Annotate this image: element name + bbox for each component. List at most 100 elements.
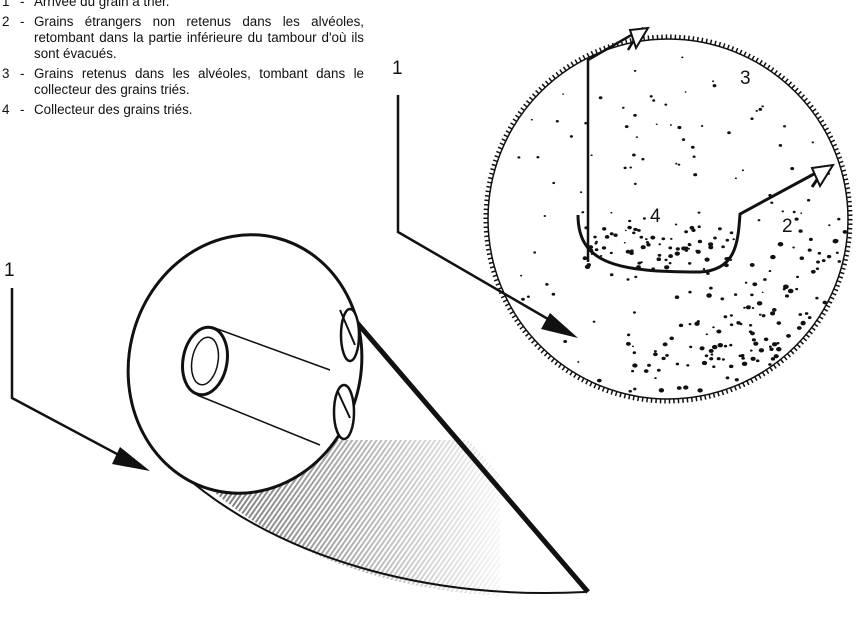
grain-dot (685, 247, 689, 250)
grain-dot (702, 361, 707, 365)
grain-dot (800, 321, 805, 325)
grain-dot (809, 238, 813, 241)
grain-dot (544, 215, 546, 217)
grain-dot (752, 282, 757, 286)
grain-dot (712, 80, 714, 82)
grain-dot (734, 293, 737, 296)
grain-dot (812, 141, 814, 143)
grain-dot (625, 125, 629, 128)
grain-dot (563, 340, 567, 343)
grain-dot (764, 337, 769, 341)
grain-dot (678, 164, 681, 166)
grain-dot (816, 260, 820, 263)
grain-dot (701, 125, 703, 127)
grain-dot (705, 354, 709, 357)
grain-dot (556, 120, 559, 123)
grain-dot (675, 163, 677, 165)
grain-dot (712, 326, 714, 328)
grain-dot (685, 91, 687, 92)
grain-dot (750, 294, 753, 297)
grain-dot (758, 108, 762, 111)
grain-dot (756, 359, 760, 362)
grain-dot (762, 292, 764, 293)
grain-dot (610, 232, 614, 235)
grain-dot (633, 114, 637, 117)
grain-dot (657, 369, 661, 372)
grain-dot (695, 250, 698, 252)
grain-dot (688, 291, 691, 294)
grain-dot (843, 230, 848, 234)
grain-dot (811, 270, 816, 274)
grain-dot (726, 239, 730, 242)
grain-dot (577, 361, 579, 363)
grain-dot (730, 231, 734, 234)
grain-dot (595, 248, 599, 251)
grain-dot (626, 342, 631, 346)
grain-dot (808, 248, 812, 251)
grain-dot (691, 146, 695, 149)
grain-dot (735, 177, 737, 179)
grain-dot (777, 321, 782, 325)
grain-dot (633, 388, 636, 391)
grain-dot (769, 346, 772, 348)
grain-dot (759, 314, 762, 316)
grain-dot (808, 316, 812, 319)
grain-dot (750, 350, 753, 352)
grain-dot (581, 211, 584, 213)
grain-dot (807, 199, 810, 202)
grain-dot (798, 229, 802, 232)
grain-dot (727, 131, 731, 134)
grain-dot (664, 259, 667, 261)
grain-dot (758, 219, 761, 221)
grain-dot (716, 329, 721, 333)
grain-dot (750, 263, 755, 267)
grain-dot (595, 241, 598, 243)
grain-dot (624, 242, 626, 244)
grain-dot (622, 107, 625, 109)
grain-dot (665, 354, 669, 357)
grain-dot (828, 224, 830, 226)
grain-dot (792, 246, 795, 248)
grain-dot (737, 321, 739, 323)
grain-dot (641, 245, 646, 249)
grain-dot (717, 357, 721, 360)
grain-dot (531, 119, 533, 121)
grain-dot (605, 235, 610, 239)
grain-dot (770, 255, 775, 259)
grain-dot (521, 298, 525, 301)
grain-dot (632, 232, 635, 235)
grain-dot (793, 211, 796, 213)
grain-dot (583, 256, 588, 260)
grain-dot (613, 233, 617, 236)
grain-dot (675, 295, 679, 299)
grain-dot (735, 378, 739, 381)
grain-dot (591, 154, 593, 156)
grain-dot (709, 287, 713, 290)
grain-dot (797, 326, 802, 330)
grain-dot (818, 252, 822, 255)
grain-dot (633, 311, 636, 313)
grain-dot (783, 288, 786, 290)
grain-dot (644, 369, 649, 373)
grain-dot (712, 365, 715, 368)
grain-dot (628, 390, 631, 393)
label-1-detail: 1 (392, 58, 403, 79)
grain-dot (834, 239, 839, 243)
grain-dot (669, 262, 672, 264)
grain-dot (536, 156, 539, 158)
grain-dot (800, 256, 804, 260)
grain-dot (633, 351, 637, 354)
grain-dot (741, 357, 745, 360)
grain-dot (750, 357, 755, 361)
grain-dot (634, 70, 637, 72)
grain-dot (640, 236, 644, 239)
grain-dot (838, 260, 841, 263)
grain-dot (800, 212, 802, 214)
grain-dot (636, 136, 638, 138)
grain-dot (745, 282, 748, 284)
grain-dot (626, 278, 629, 280)
grain-dot (762, 314, 766, 317)
label-4: 4 (650, 206, 661, 227)
grain-dot (815, 297, 818, 300)
grain-dot (669, 336, 674, 340)
